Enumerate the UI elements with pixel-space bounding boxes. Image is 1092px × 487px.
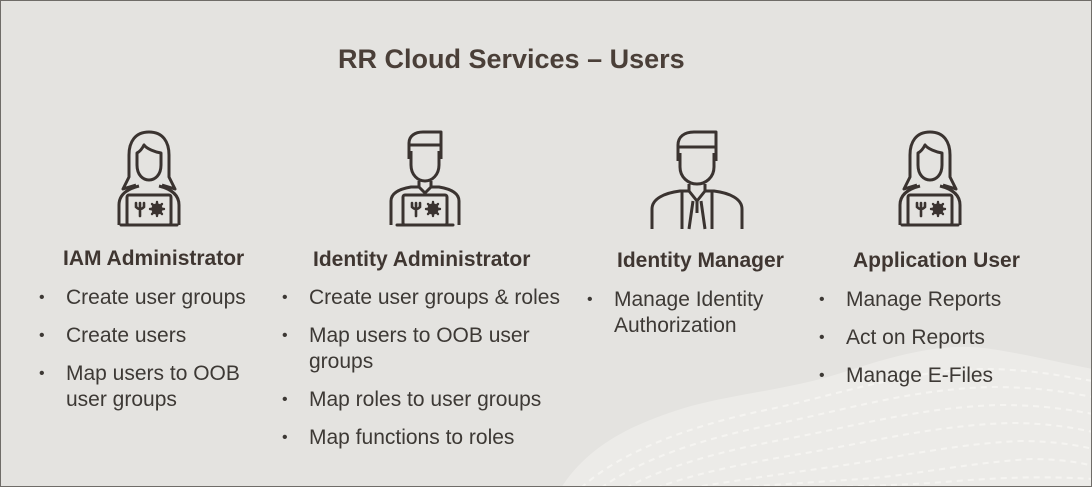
role-duties-list: Create user groups & roles Map users to … bbox=[282, 285, 582, 463]
role-title: IAM Administrator bbox=[63, 247, 245, 270]
list-item: Create users bbox=[39, 323, 279, 349]
role-title: Identity Manager bbox=[617, 249, 784, 272]
list-item: Map roles to user groups bbox=[282, 387, 582, 413]
list-item: Map users to OOB user groups bbox=[282, 323, 559, 375]
list-item: Manage E-Files bbox=[819, 363, 1049, 389]
page-title: RR Cloud Services – Users bbox=[338, 44, 685, 74]
female-admin-laptop-icon bbox=[109, 129, 189, 233]
male-manager-suit-icon bbox=[644, 129, 744, 233]
role-duties-list: Manage Reports Act on Reports Manage E-F… bbox=[819, 287, 1049, 401]
role-title: Application User bbox=[853, 249, 1020, 272]
list-item: Map users to OOB user groups bbox=[39, 361, 279, 413]
role-duties-list: Manage Identity Authorization bbox=[587, 287, 787, 351]
list-item: Map functions to roles bbox=[282, 425, 582, 451]
female-user-laptop-icon bbox=[890, 129, 970, 233]
list-item: Manage Identity Authorization bbox=[587, 287, 787, 339]
list-item: Create user groups & roles bbox=[282, 285, 582, 311]
role-title: Identity Administrator bbox=[313, 248, 531, 271]
list-item: Act on Reports bbox=[819, 325, 1049, 351]
list-item: Create user groups bbox=[39, 285, 279, 311]
male-admin-laptop-icon bbox=[385, 129, 465, 233]
list-item: Manage Reports bbox=[819, 287, 1049, 313]
role-duties-list: Create user groups Create users Map user… bbox=[39, 285, 279, 425]
